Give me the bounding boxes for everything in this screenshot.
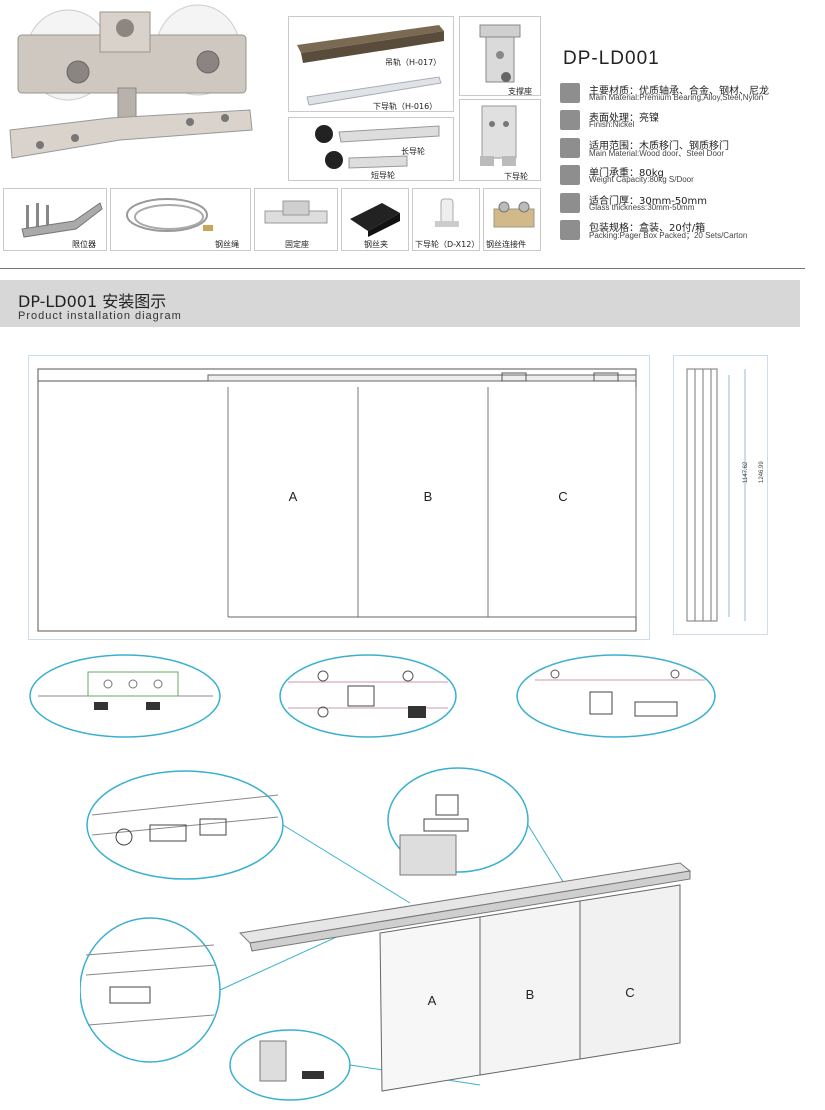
panel-b-label: B — [424, 489, 433, 504]
spec-material: 主要材质：优质轴承、合金、钢材、尼龙 Main Material:Premium… — [560, 82, 822, 104]
wire-rope-box: 钢丝绳 — [110, 188, 251, 251]
door-icon — [560, 138, 580, 158]
spec-application: 适用范围：木质移门、钢质移门 Main Material:Wood door、S… — [560, 137, 822, 159]
panel-c-label: C — [558, 489, 567, 504]
section-title: DP-LD001 安装图示 — [18, 292, 167, 311]
material-icon — [560, 83, 580, 103]
support-seat-label: 支撑座 — [508, 87, 532, 96]
iso-panel-c-label: C — [625, 985, 634, 1000]
guide-wheels-box: 长导轮 短导轮 — [288, 117, 454, 181]
packing-icon — [560, 220, 580, 240]
dimension-1246: 1246.99 — [759, 461, 765, 483]
spec-weight: 单门承重：80kg Weight Capacity:80kg S/Door — [560, 164, 822, 186]
weight-icon — [560, 165, 580, 185]
side-elevation-diagram: 1147.62 1246.99 — [673, 355, 768, 635]
spec-finish: 表面处理：亮镍 Finish:Nickel — [560, 109, 822, 131]
spec-packing: 包装规格：盒装、20付/箱 Packing:Pager Box Packed；2… — [560, 219, 822, 241]
lower-guide-wheel-box: 下导轮 — [459, 99, 541, 181]
long-guide-wheel-label: 长导轮 — [401, 147, 425, 156]
wire-connector-box: 钢丝连接件 — [483, 188, 541, 251]
fixing-seat-box: 固定座 — [254, 188, 338, 251]
thickness-icon — [560, 193, 580, 213]
short-guide-wheel-label: 短导轮 — [371, 171, 395, 180]
wire-clip-box: 钢丝夹 — [341, 188, 409, 251]
rail-top-label: 吊轨（H-017） — [385, 58, 442, 67]
lower-wheel-dx12-label: 下导轮（D-X12） — [415, 240, 480, 249]
front-elevation-diagram: A B C — [28, 355, 650, 640]
lower-wheel-dx12-box: 下导轮（D-X12） — [412, 188, 480, 251]
stopper-label: 限位器 — [72, 240, 96, 249]
rail-bottom-label: 下导轨（H-016） — [373, 102, 438, 111]
panel-a-label: A — [289, 489, 298, 504]
detail-bubble-2 — [278, 652, 458, 740]
lower-guide-wheel-label: 下导轮 — [504, 172, 528, 181]
divider — [0, 268, 805, 269]
iso-panel-a-label: A — [428, 993, 437, 1008]
hanger-roller-image — [0, 0, 280, 185]
fixing-seat-label: 固定座 — [285, 240, 309, 249]
iso-panel-b-label: B — [526, 987, 535, 1002]
stopper-box: 限位器 — [3, 188, 107, 251]
wire-connector-label: 钢丝连接件 — [486, 240, 526, 249]
model-title: DP-LD001 — [563, 48, 660, 69]
detail-bubble-3 — [515, 652, 717, 740]
support-seat-box: 支撑座 — [459, 16, 541, 96]
detail-bubble-1 — [28, 652, 223, 740]
wire-clip-label: 钢丝夹 — [364, 240, 388, 249]
rails-box: 吊轨（H-017） 下导轨（H-016） — [288, 16, 454, 112]
finish-icon — [560, 110, 580, 130]
dimension-1147: 1147.62 — [743, 461, 749, 483]
section-banner: DP-LD001 安装图示 Product installation diagr… — [0, 280, 800, 327]
isometric-installation-diagram: A B C — [79, 765, 720, 1105]
wire-rope-label: 钢丝绳 — [215, 240, 239, 249]
section-subtitle: Product installation diagram — [18, 310, 182, 322]
spec-thickness: 适合门厚：30mm-50mm Glass thickness:30mm-50mm — [560, 192, 822, 214]
